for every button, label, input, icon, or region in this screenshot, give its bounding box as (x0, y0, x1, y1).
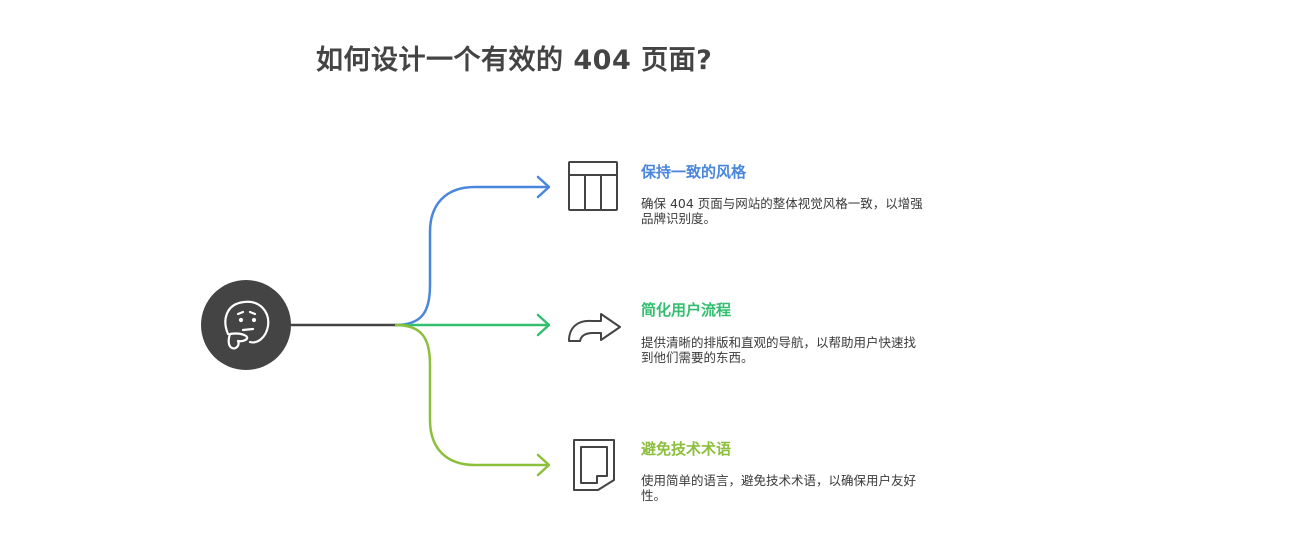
branch-description-flow: 提供清晰的排版和直观的导航，以帮助用户快速找到他们需要的东西。 (641, 335, 917, 365)
branch-connector-style (394, 185, 548, 327)
branch-title-flow: 简化用户流程 (641, 301, 732, 319)
arrowhead-flow (536, 313, 551, 337)
branch-description-jargon: 使用简单的语言，避免技术术语，以确保用户友好性。 (641, 473, 917, 503)
branch-connector-jargon (394, 323, 548, 467)
document-icon (573, 439, 615, 491)
layout-columns-icon (568, 161, 618, 211)
arrowhead-style (536, 175, 551, 199)
branch-title-jargon: 避免技术术语 (641, 440, 732, 458)
diagram-title: 如何设计一个有效的 404 页面? (316, 45, 713, 76)
branch-description-style: 确保 404 页面与网站的整体视觉风格一致，以增强品牌识别度。 (641, 196, 923, 226)
redirect-arrow-icon (568, 313, 621, 342)
arrowhead-jargon (536, 453, 551, 477)
thinking-face-icon (201, 280, 291, 370)
branch-title-style: 保持一致的风格 (641, 163, 747, 181)
